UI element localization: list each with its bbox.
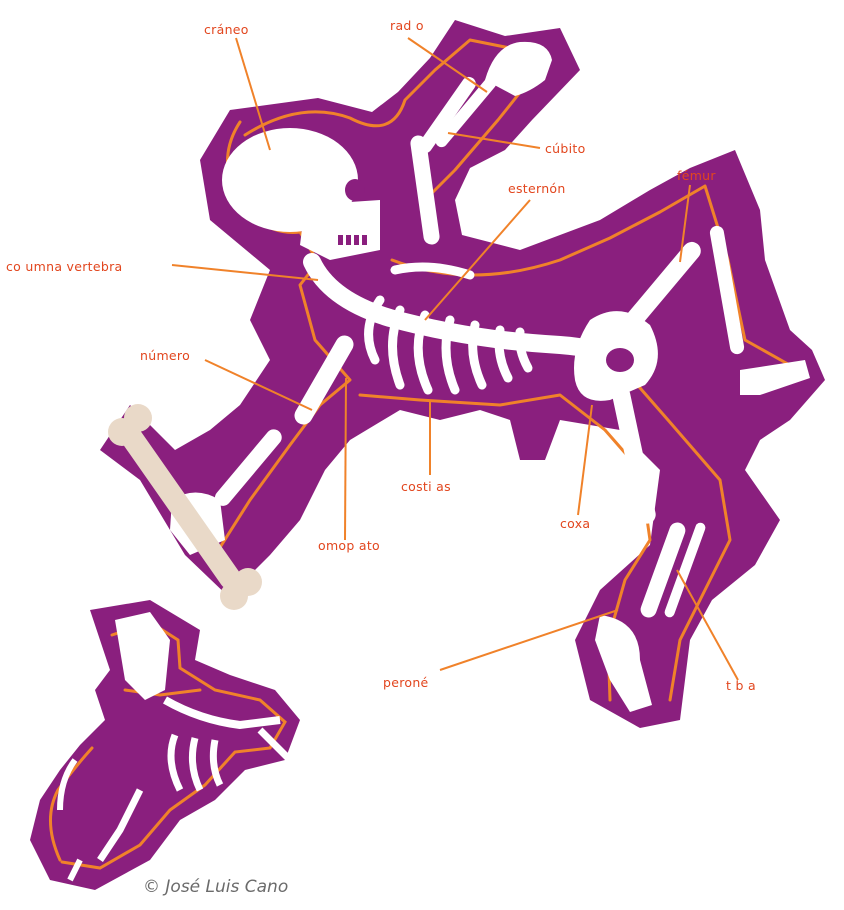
label-tibia: t b a xyxy=(726,678,756,693)
label-craneo: cráneo xyxy=(204,22,249,37)
label-perone: peroné xyxy=(383,675,429,690)
label-costillas: costi as xyxy=(401,479,451,494)
label-cubito: cúbito xyxy=(545,141,586,156)
label-femur: fémur xyxy=(677,168,716,183)
label-humero: número xyxy=(140,348,190,363)
label-coxa: coxa xyxy=(560,516,590,531)
label-omoplato: omop ato xyxy=(318,538,380,553)
label-radio: rad o xyxy=(390,18,424,33)
label-columna: co umna vertebra xyxy=(6,259,123,274)
human-silhouette xyxy=(100,20,825,728)
credit-text: © José Luis Cano xyxy=(143,877,288,897)
label-esternon: esternón xyxy=(508,181,566,196)
